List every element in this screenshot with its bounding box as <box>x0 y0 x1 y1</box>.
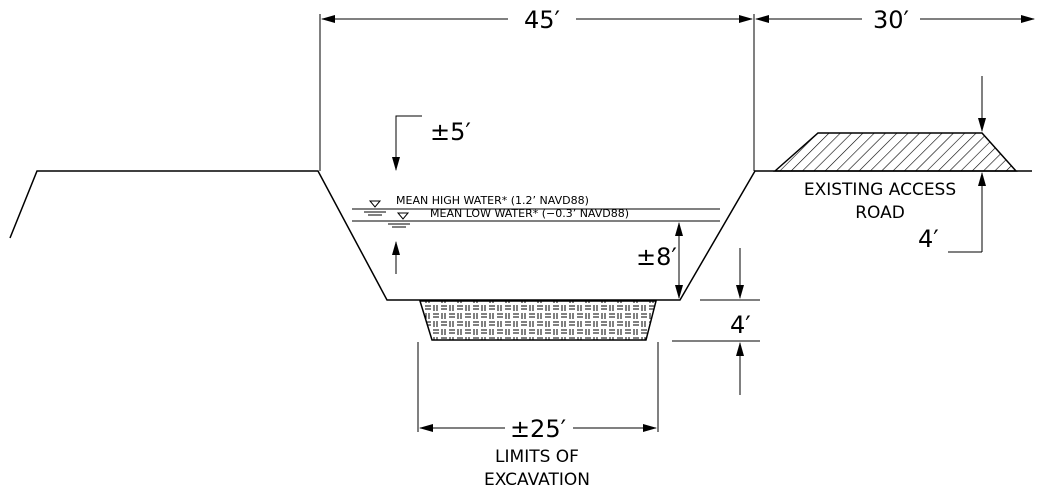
mean-low-water-label: MEAN LOW WATER* (−0.3’ NAVD88) <box>430 207 629 220</box>
dimension-top-depth: ±5′ <box>392 115 471 171</box>
dimension-channel-width: 45′ <box>319 6 755 171</box>
road-label-line1: EXISTING ACCESS <box>804 180 956 200</box>
road-label-line2: ROAD <box>855 203 905 223</box>
mean-high-water-label: MEAN HIGH WATER* (1.2’ NAVD88) <box>396 194 589 207</box>
excavation-width-value: ±25′ <box>510 415 566 443</box>
dimension-excavation-width: ±25′ LIMITS OF EXCAVATION <box>417 342 659 490</box>
top-depth-value: ±5′ <box>430 118 471 146</box>
road-height-value: 4′ <box>918 225 939 253</box>
existing-access-road <box>773 132 1018 172</box>
dimension-road-offset: 30′ <box>755 6 1035 34</box>
channel-width-value: 45′ <box>524 6 560 34</box>
dimension-water-depth: ±8′ <box>392 222 683 299</box>
ground-profile <box>9 170 1032 301</box>
excavation-depth-value: 4′ <box>730 311 751 339</box>
excavation-label-line1: LIMITS OF <box>495 447 579 467</box>
water-depth-value: ±8′ <box>636 243 677 271</box>
excavation-area <box>418 300 657 341</box>
mhw-water-symbol-icon <box>368 200 382 208</box>
water-levels: MEAN HIGH WATER* (1.2’ NAVD88) MEAN LOW … <box>352 194 720 228</box>
road-offset-value: 30′ <box>873 6 909 34</box>
mlw-water-symbol-icon <box>396 212 410 220</box>
dimension-excavation-depth: 4′ <box>672 248 760 395</box>
excavation-label-line2: EXCAVATION <box>484 470 590 490</box>
dimension-road-height: 4′ EXISTING ACCESS ROAD <box>804 76 986 253</box>
